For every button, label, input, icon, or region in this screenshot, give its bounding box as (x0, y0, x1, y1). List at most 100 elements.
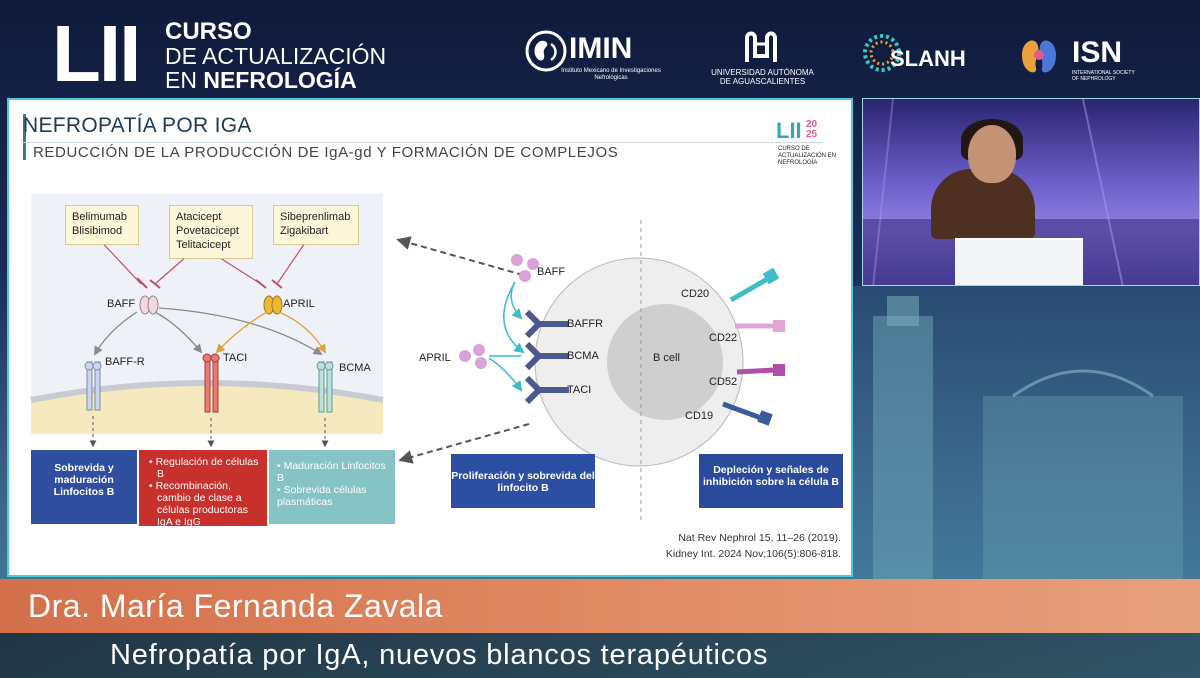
conference-title: CURSO DE ACTUALIZACIÓN EN NEFROLOGÍA (165, 18, 387, 93)
isn-logo-subtext: INTERNATIONAL SOCIETY OF NEPHROLOGY (1072, 70, 1135, 82)
activation-arrow (94, 311, 138, 356)
bcma-receptor (316, 361, 334, 413)
drug-name: Blisibimod (72, 225, 123, 237)
cd-marker-label: CD22 (709, 332, 738, 344)
slide-title: NEFROPATÍA POR IGA (23, 114, 252, 137)
talk-title: Nefropatía por IgA, nuevos blancos terap… (110, 639, 769, 671)
uaa-logo-text: UNIVERSIDAD AUTÓNOMA DE AGUASCALIENTES (711, 68, 814, 86)
activation-arrow (215, 311, 268, 354)
april-molecule (475, 357, 487, 369)
baff-ligand (139, 295, 159, 315)
activation-arrow (278, 311, 326, 354)
result-box-proliferation: Proliferación y sobrevida del linfocito … (451, 454, 595, 508)
baff-molecule (511, 254, 523, 266)
drug-name: Telitacicept (176, 239, 231, 251)
cd-marker-label: CD52 (709, 376, 738, 388)
baffr-receptor-shape (524, 309, 569, 339)
event-logo-year-bottom: 25 (806, 129, 818, 140)
imin-logo: IMIN Instituto Mexicano de Investigacion… (525, 24, 661, 88)
result-bullet: • Recombinación, cambio de clase a célul… (149, 480, 249, 528)
speaker-face (968, 125, 1016, 183)
slanh-logo-text: SLANH (890, 46, 966, 71)
speaker-name: Dra. María Fernanda Zavala (28, 588, 443, 624)
title-divider (23, 142, 823, 143)
drug-name: Atacicept (176, 211, 222, 223)
cell-receptor-label: BCMA (567, 350, 599, 362)
reference: Kidney Int. 2024 Nov;106(5):806-818. (665, 548, 841, 560)
talk-title-bar: Nefropatía por IgA, nuevos blancos terap… (0, 633, 1200, 678)
result-bullet: • Regulación de células B (149, 456, 259, 480)
result-box-regulation: • Regulación de células B • Recombinació… (139, 450, 267, 528)
baff-molecule (527, 258, 539, 270)
cathedral-background (853, 286, 1200, 586)
speaker-name-bar: Dra. María Fernanda Zavala (0, 579, 1200, 633)
april-label: APRIL (283, 298, 315, 310)
imin-logo-text: IMIN (569, 32, 633, 65)
inhibition-bar (149, 279, 161, 289)
course-line-2: DE ACTUALIZACIÓN (165, 43, 387, 69)
result-bullet: • Sobrevida células plasmáticas (277, 484, 367, 508)
course-line-1: CURSO (165, 18, 252, 45)
speaker-video (862, 98, 1200, 286)
imin-logo-subtext: Instituto Mexicano de Investigaciones Ne… (561, 68, 661, 81)
april-molecule (459, 350, 471, 362)
drug-box-baff: Belimumab Blisibimod (65, 205, 139, 245)
cell-receptor-label: TACI (567, 384, 592, 396)
taci-receptor (202, 353, 220, 413)
cd20-marker (729, 267, 780, 303)
cd-marker-label: CD19 (685, 410, 714, 422)
isn-logo: ISN INTERNATIONAL SOCIETY OF NEPHROLOGY (1012, 24, 1142, 88)
cell-receptor-label: BAFFR (567, 318, 604, 330)
inhibition-bar (271, 279, 283, 289)
title-accent-bar (23, 114, 26, 160)
drug-name: Zigakibart (280, 225, 329, 237)
conference-roman-number: LII (52, 9, 141, 98)
activation-arrow (154, 311, 203, 354)
baff-r-label: BAFF-R (105, 356, 145, 368)
baff-molecule (519, 270, 531, 282)
taci-label: TACI (223, 352, 248, 364)
kidney-icon (525, 30, 567, 72)
slide-subtitle: REDUCCIÓN DE LA PRODUCCIÓN DE IgA-gd Y F… (33, 144, 619, 161)
drug-name: Povetacicept (176, 225, 239, 237)
cd22-marker (735, 320, 785, 332)
inhibition-line (216, 255, 262, 285)
cd-marker-label: CD20 (681, 288, 710, 300)
april-molecule (473, 344, 485, 356)
inhibition-bar (255, 279, 267, 289)
uaa-emblem-icon (745, 31, 777, 62)
slanh-ring-icon (863, 34, 901, 72)
presentation-slide: NEFROPATÍA POR IGA REDUCCIÓN DE LA PRODU… (7, 98, 853, 577)
podium (955, 238, 1083, 285)
bcma-receptor-shape (524, 341, 569, 371)
cd52-marker (736, 364, 785, 376)
cell-april-label: APRIL (419, 352, 451, 364)
b-cell-label: B cell (653, 352, 680, 364)
isn-logo-text: ISN (1072, 36, 1123, 69)
taci-receptor-shape (524, 375, 569, 405)
binding-arrow (488, 357, 523, 392)
result-box-survival: Sobrevida y maduración Linfocitos B (31, 450, 137, 524)
slanh-logo: SLANH (862, 24, 972, 88)
inhibition-bar (136, 277, 148, 289)
b-cell-nucleus (607, 304, 723, 420)
result-bullet: • Maduración Linfocitos B (277, 460, 386, 484)
event-logo-roman: LII (776, 118, 802, 143)
panel-link-arrow-top (396, 236, 524, 276)
event-logo-text: CURSO DE ACTUALIZACIÓN EN NEFROLOGÍA (778, 146, 837, 166)
drug-box-dual: Atacicept Povetacicept Telitacicept (169, 205, 253, 259)
drug-name: Belimumab (72, 211, 128, 223)
result-box-depletion: Depleción y señales de inhibición sobre … (699, 454, 843, 508)
conference-header: LII CURSO DE ACTUALIZACIÓN EN NEFROLOGÍA… (0, 0, 1200, 98)
result-box-maturation: • Maduración Linfocitos B • Sobrevida cé… (269, 450, 395, 524)
cell-baff-label: BAFF (537, 266, 566, 278)
isn-kidney-icon (1022, 40, 1056, 73)
reference: Nat Rev Nephrol 15, 11–26 (2019). (678, 532, 841, 544)
course-line-3-pre: EN (165, 67, 204, 93)
bcma-label: BCMA (339, 362, 371, 374)
april-ligand (263, 295, 283, 315)
baff-label: BAFF (107, 298, 136, 310)
cd19-marker (722, 401, 773, 426)
